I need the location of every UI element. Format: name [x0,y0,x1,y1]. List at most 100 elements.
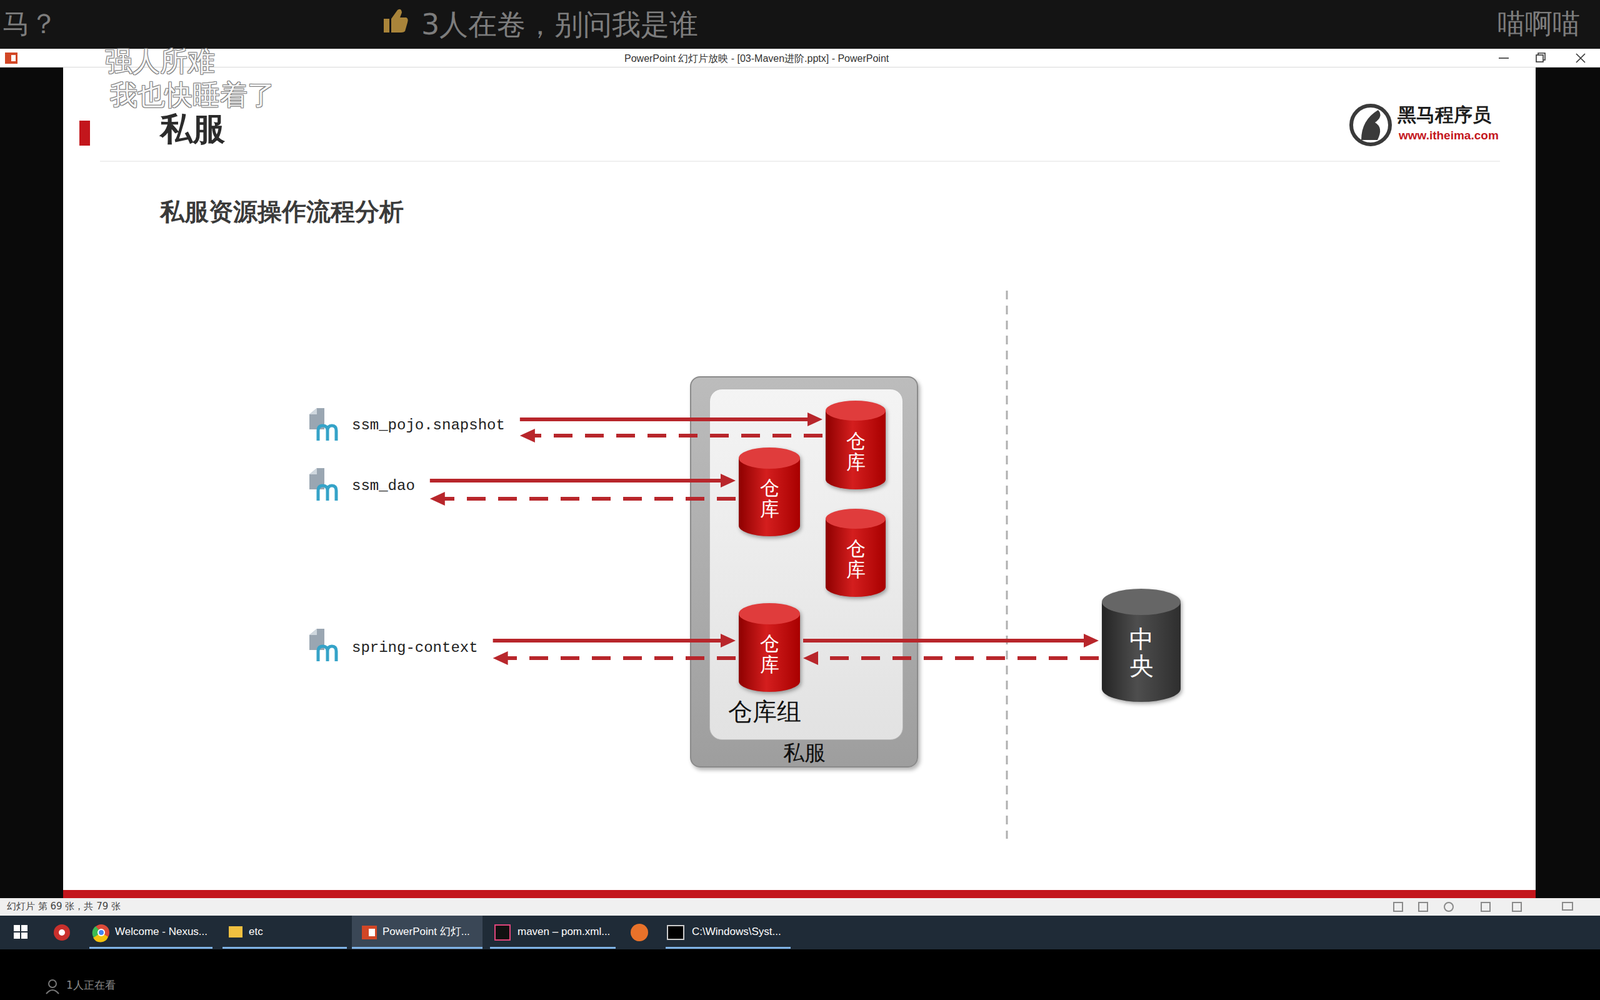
cylinder-top [738,447,800,469]
central-repo: 中央 [1101,588,1181,702]
module-node: spring-context [348,638,482,659]
title-rule [100,160,1500,162]
stream-top-bar [0,0,1600,49]
cylinder-top [825,400,886,421]
danmaku-comment: 喵啊喵 [1497,7,1580,41]
folder-icon [228,926,243,938]
repo-cylinder: 仓库 [738,447,800,537]
view-icon [1444,902,1454,912]
icon-part [5,52,18,64]
cylinder-body [738,613,800,692]
thumb-part [391,9,409,33]
arrowhead [430,491,445,506]
module-node: ssm_dao [348,476,419,497]
repo-cylinder: 仓库 [738,603,800,692]
close-icon [1576,53,1585,63]
cylinder-body [825,518,886,597]
ppt-app-icon [5,52,18,64]
slide-subtitle: 私服资源操作流程分析 [160,197,404,227]
view-icon [1512,902,1522,912]
app-icon [53,924,70,941]
left-band [0,67,64,899]
slide-title: 私服 [160,111,225,147]
viewer-icon [46,980,59,994]
repo-cylinder: 仓库 [825,508,886,597]
status-bar [0,898,1600,916]
frame-label: 私服 [691,740,917,765]
repo-cylinder: 仓库 [825,400,886,490]
taskbar-label: etc [248,925,264,939]
icon-part [11,55,16,62]
app-icon [58,929,65,936]
logo-pane [21,925,28,932]
viewer-count: 1人正在看 [66,978,116,992]
cylinder-top [825,508,886,529]
thumb-icon [383,9,409,33]
cylinder-top [1101,588,1181,615]
arrowhead [1083,633,1099,648]
chrome-icon [98,930,104,935]
view-icon [1393,902,1403,912]
group-label: 仓库组 [728,697,802,727]
ide-icon [495,925,510,940]
task-underlines [89,946,791,949]
solid-line [493,638,724,643]
arrowhead [493,651,509,665]
logo-ring [1351,105,1390,145]
logo-url: www.itheima.com [1398,128,1499,144]
view-icon [1481,902,1490,912]
danmaku-comment: 3人在卷，别问我是谁 [421,7,699,42]
icon-fold [309,628,317,635]
right-band [1535,67,1600,899]
restore-icon [1536,55,1544,62]
danmaku-comment: 强人所难 [105,45,215,79]
module-name: spring-context [351,639,479,658]
vertical-label: 中央 [1129,626,1154,680]
status-text: 幻灯片 第 69 张，共 79 张 [6,900,121,912]
ppt-icon [368,928,375,937]
logo-pane [21,932,28,939]
taskbar-label: C:\Windows\Syst... [691,925,782,939]
dashed-line [505,656,736,660]
maven-icon [309,628,337,662]
taskbar-label: PowerPoint 幻灯... [382,925,470,939]
window-controls [1498,53,1585,63]
vertical-label: 仓库 [760,632,780,675]
solid-line [430,478,724,483]
task-underline [222,946,347,949]
minimize-icon [1498,57,1509,59]
dashed-line [532,433,823,438]
window-title: PowerPoint 幻灯片放映 - [03-Maven进阶.pptx] - P… [624,52,889,65]
chrome-icon [97,928,105,937]
active-task [351,915,483,950]
taskbar-label: maven – pom.xml... [517,925,610,939]
thumb-part [383,18,390,33]
app-icon [630,923,649,942]
vertical-label: 仓库 [846,430,866,473]
maven-icon [309,468,337,501]
module-name: ssm_pojo.snapshot [351,416,505,435]
title-marker [79,120,90,146]
status-icons [1393,902,1573,912]
icon-fold [309,468,317,475]
view-icon [1562,902,1573,910]
logo-pane [13,932,20,939]
task-underline [351,946,483,949]
repo-group-box: 仓库组仓库仓库仓库仓库 [709,388,904,740]
module-name: ssm_dao [351,477,415,496]
slide-red-bar [63,890,1536,899]
logo-pane [13,925,20,932]
ppt-icon [361,925,377,940]
cylinder-body [825,410,886,490]
view-icon [1418,902,1428,912]
arrowhead [520,428,535,443]
solid-line [803,638,1087,643]
icon-fold [309,408,317,415]
cylinder-body [1101,601,1181,702]
task-underline [665,946,791,949]
viewer-icon-part [48,980,57,988]
vertical-label: 仓库 [846,537,866,580]
cylinder-body [738,458,800,537]
restore-icon [1538,53,1545,60]
